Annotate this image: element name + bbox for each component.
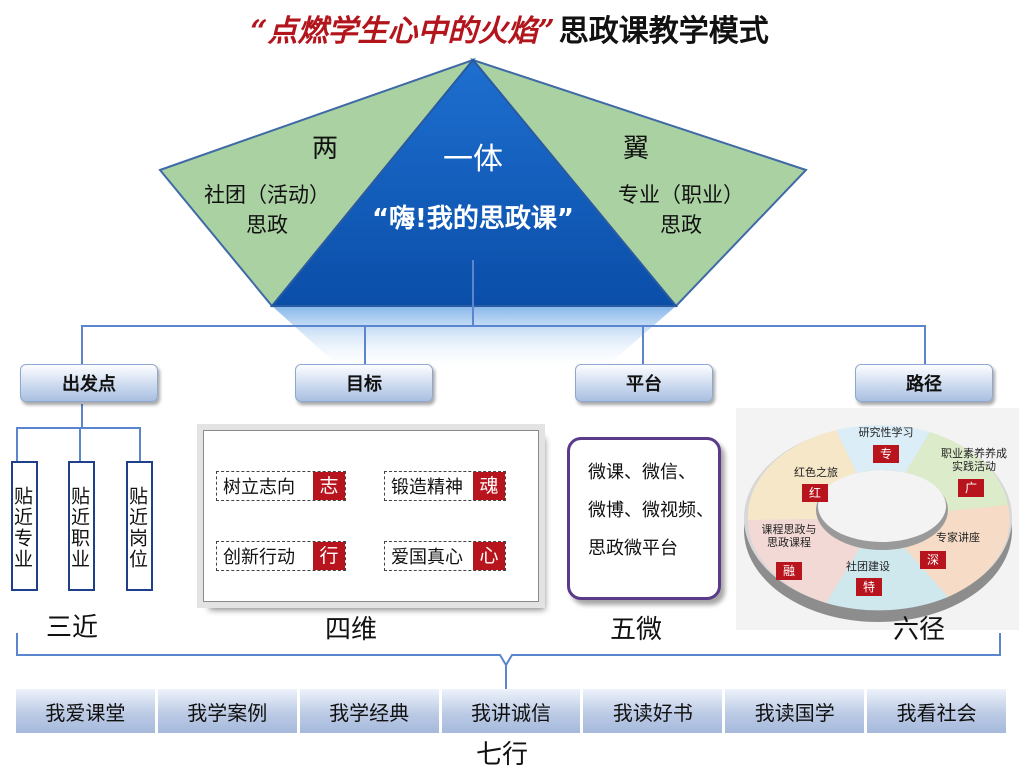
action-study-classics[interactable]: 我学经典 [299, 689, 442, 733]
step-aspiration: 树立志向 志 [216, 471, 346, 501]
five-micro-line-3: 思政微平台 [588, 538, 678, 559]
right-wing-text: 专业（职业） 思政 [610, 180, 752, 240]
category-platform-label: 平台 [626, 374, 662, 395]
title-rest: 思政课教学模式 [558, 14, 769, 49]
center-subtitle: “嗨!我的思政课” [371, 204, 575, 234]
near-post-box: 贴近岗位 [126, 461, 153, 591]
page-title: “点燃学生心中的火焰”思政课教学模式 [0, 6, 1019, 50]
path-club-tag: 特 [856, 578, 882, 596]
category-goal-label: 目标 [346, 374, 382, 395]
right-wing-line2: 思政 [660, 213, 702, 237]
category-start-point-label: 出发点 [62, 374, 116, 395]
path-red-tour-label: 红色之旅 [794, 466, 838, 479]
step-patriotism-text: 爱国真心 [391, 547, 463, 568]
path-curriculum-tag: 融 [776, 562, 802, 580]
seven-actions-caption: 七行 [476, 740, 529, 770]
step-patriotism-tag: 心 [473, 542, 505, 570]
left-wing-char: 两 [312, 134, 339, 164]
left-wing-line1: 社团（活动） [204, 183, 330, 207]
five-micro-line-1: 微课、微信、 [588, 462, 696, 483]
light-beam [272, 306, 676, 372]
category-start-point[interactable]: 出发点 [20, 364, 158, 402]
path-practice-tag: 广 [958, 479, 984, 497]
path-red-tour-tag: 红 [802, 484, 828, 502]
path-curriculum-label: 课程思政与 思政课程 [761, 523, 817, 549]
action-read-sinology[interactable]: 我读国学 [725, 689, 868, 733]
category-connector [81, 325, 926, 364]
action-love-class[interactable]: 我爱课堂 [16, 689, 158, 733]
action-study-cases[interactable]: 我学案例 [157, 689, 300, 733]
five-micro-caption: 五微 [610, 615, 663, 645]
step-spirit-tag: 魂 [473, 472, 505, 500]
step-aspiration-tag: 志 [313, 472, 345, 500]
path-lecture-tag: 深 [920, 551, 946, 569]
six-paths-ring [736, 408, 1019, 630]
category-path[interactable]: 路径 [855, 364, 993, 402]
category-platform[interactable]: 平台 [575, 364, 713, 402]
left-wing-line2: 思政 [246, 213, 288, 237]
near-career-box: 贴近职业 [68, 461, 95, 591]
step-spirit-text: 锻造精神 [391, 477, 463, 498]
action-observe-society[interactable]: 我看社会 [867, 689, 1007, 733]
step-innovation-text: 创新行动 [223, 547, 295, 568]
center-title: 一体 [443, 142, 503, 177]
left-wing-text: 社团（活动） 思政 [196, 180, 338, 240]
path-research-label: 研究性学习 [858, 426, 914, 439]
path-research-tag: 专 [873, 445, 899, 463]
seven-actions-band: 我爱课堂 我学案例 我学经典 我讲诚信 我读好书 我读国学 我看社会 [16, 689, 1007, 733]
title-quote: “点燃学生心中的火焰” [250, 14, 555, 49]
five-micro-line-2: 微博、微视频、 [588, 500, 714, 521]
near-major-box: 贴近专业 [11, 461, 38, 591]
five-micro-panel: 微课、微信、 微博、微视频、 思政微平台 [567, 437, 721, 600]
right-wing-line1: 专业（职业） [618, 183, 744, 207]
step-aspiration-text: 树立志向 [223, 477, 295, 498]
four-dim-caption: 四维 [325, 615, 378, 645]
bottom-brace [16, 633, 1001, 667]
six-paths-caption: 六径 [893, 615, 946, 645]
category-goal[interactable]: 目标 [295, 364, 433, 402]
action-speak-integrity[interactable]: 我讲诚信 [441, 689, 584, 733]
step-innovation: 创新行动 行 [216, 541, 346, 571]
category-path-label: 路径 [906, 374, 942, 395]
path-lecture-label: 专家讲座 [936, 531, 980, 544]
action-read-books[interactable]: 我读好书 [583, 689, 726, 733]
path-club-label: 社团建设 [846, 560, 890, 573]
four-dim-panel: 树立志向 志 锻造精神 魂 爱国真心 心 创新行动 行 [203, 430, 539, 602]
step-spirit: 锻造精神 魂 [384, 471, 506, 501]
three-near-caption: 三近 [46, 613, 99, 643]
right-wing-char: 翼 [623, 134, 650, 164]
path-practice-label: 职业素养养成 实践活动 [941, 447, 1007, 473]
step-innovation-tag: 行 [313, 542, 345, 570]
three-near-connector [16, 427, 141, 461]
step-patriotism: 爱国真心 心 [384, 541, 506, 571]
